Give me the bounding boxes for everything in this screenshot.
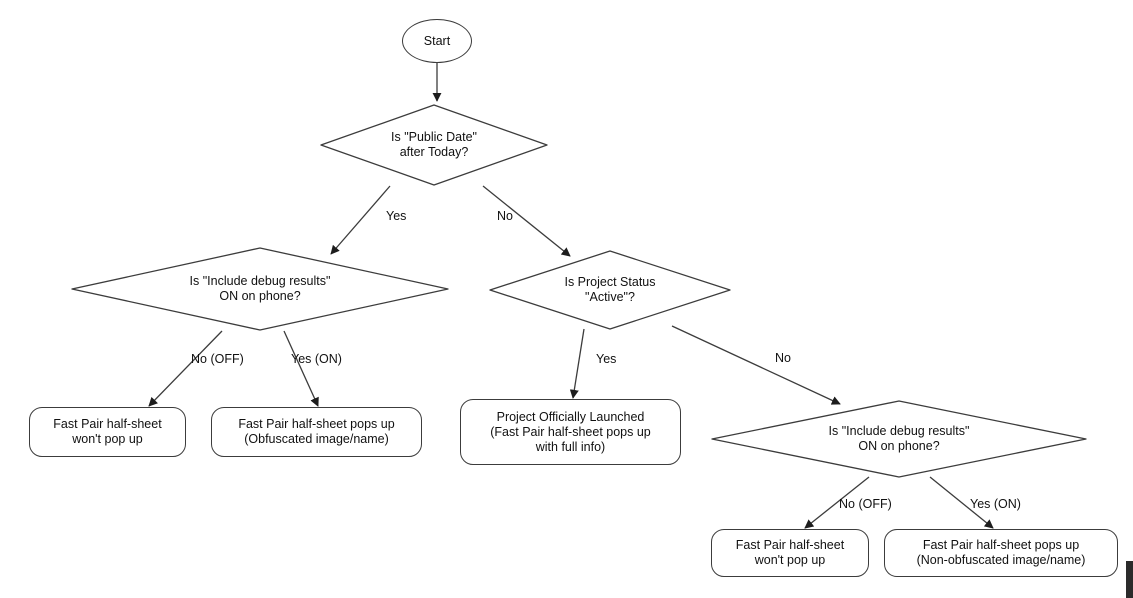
edge-debug-right-yes bbox=[929, 476, 994, 529]
edge-public-date-yes bbox=[330, 185, 391, 255]
node-public-date[interactable]: Is "Public Date" after Today? bbox=[315, 103, 553, 187]
node-start-label: Start bbox=[423, 33, 451, 48]
public-date-diamond-shape bbox=[320, 104, 548, 186]
node-right-yes-out[interactable]: Fast Pair half-sheet pops up (Non-obfusc… bbox=[884, 529, 1118, 577]
edge-label-debug-right-yes: Yes (ON) bbox=[970, 497, 1021, 511]
node-start[interactable]: Start bbox=[402, 19, 472, 63]
node-public-date-label: Is "Public Date" after Today? bbox=[391, 130, 477, 159]
edge-label-debug-left-yes: Yes (ON) bbox=[291, 352, 342, 366]
edge-debug-left-no bbox=[148, 330, 223, 407]
node-launched-label: Project Officially Launched (Fast Pair h… bbox=[490, 409, 651, 454]
node-left-no-out-label: Fast Pair half-sheet won't pop up bbox=[53, 417, 162, 446]
node-debug-left[interactable]: Is "Include debug results" ON on phone? bbox=[66, 246, 454, 332]
project-status-diamond-shape bbox=[489, 250, 731, 330]
node-left-yes-out-label: Fast Pair half-sheet pops up (Obfuscated… bbox=[238, 417, 395, 446]
edge-debug-right-no bbox=[804, 476, 870, 529]
edge-project-status-no bbox=[671, 325, 841, 405]
debug-left-diamond-shape bbox=[71, 247, 449, 331]
node-debug-left-label: Is "Include debug results" ON on phone? bbox=[189, 274, 331, 303]
edge-label-public-date-no: No bbox=[497, 209, 513, 223]
scrollbar-thumb[interactable] bbox=[1126, 561, 1133, 598]
edge-label-debug-left-no: No (OFF) bbox=[191, 352, 244, 366]
node-right-no-out[interactable]: Fast Pair half-sheet won't pop up bbox=[711, 529, 869, 577]
edge-label-debug-right-no: No (OFF) bbox=[839, 497, 892, 511]
node-debug-right-label: Is "Include debug results" ON on phone? bbox=[828, 424, 970, 453]
edge-label-project-status-no: No bbox=[775, 351, 791, 365]
node-project-status[interactable]: Is Project Status "Active"? bbox=[484, 249, 736, 331]
edge-project-status-yes bbox=[569, 328, 585, 399]
edge-public-date-no bbox=[482, 185, 571, 257]
edge-label-public-date-yes: Yes bbox=[386, 209, 407, 223]
edge-label-project-status-yes: Yes bbox=[596, 352, 617, 366]
node-left-no-out[interactable]: Fast Pair half-sheet won't pop up bbox=[29, 407, 186, 457]
node-project-status-label: Is Project Status "Active"? bbox=[564, 275, 656, 304]
node-left-yes-out[interactable]: Fast Pair half-sheet pops up (Obfuscated… bbox=[211, 407, 422, 457]
node-right-no-out-label: Fast Pair half-sheet won't pop up bbox=[735, 538, 845, 567]
node-debug-right[interactable]: Is "Include debug results" ON on phone? bbox=[706, 399, 1092, 479]
node-launched[interactable]: Project Officially Launched (Fast Pair h… bbox=[460, 399, 681, 465]
debug-right-diamond-shape bbox=[711, 400, 1087, 478]
node-right-yes-out-label: Fast Pair half-sheet pops up (Non-obfusc… bbox=[916, 538, 1086, 567]
edge-debug-left-yes bbox=[283, 330, 319, 407]
